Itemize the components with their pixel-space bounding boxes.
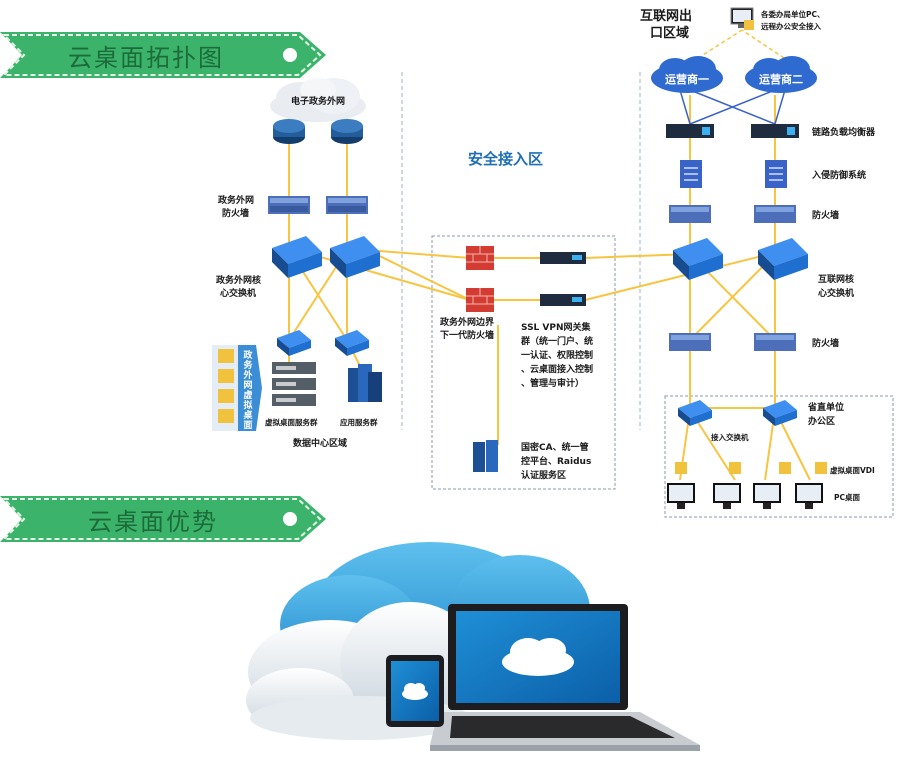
vdesk-char: 政 — [243, 349, 253, 361]
ca-zone-label-1: 国密CA、统一管 — [521, 441, 589, 453]
isp-links — [679, 89, 786, 125]
ssl-vpn-label-4: 、云桌面接入控制 — [521, 363, 593, 375]
laptop-icon — [430, 604, 700, 751]
ca-zone-label-3: 认证服务区 — [521, 469, 566, 481]
server-rack-icon — [272, 362, 316, 406]
office-zone-label-1: 省直单位 — [807, 401, 844, 413]
vdi-window-icon — [675, 462, 827, 474]
access-switch-icon — [678, 400, 712, 426]
firewall-brick-icon — [466, 288, 494, 312]
ngfw-label-2: 下一代防火墙 — [440, 329, 494, 341]
access-switch-icon — [335, 330, 369, 356]
ribbon-dot-icon — [283, 512, 297, 526]
remote-users-label-1: 各委办局单位PC、 — [760, 9, 825, 19]
app-server-group-label: 应用服务群 — [340, 417, 378, 427]
ca-zone-label-2: 控平台、Raidus — [521, 455, 591, 467]
isp1-cloud-icon — [651, 56, 723, 93]
pc-label: PC桌面 — [834, 492, 861, 502]
vdesk-char: 桌 — [243, 409, 253, 421]
firewall-icon — [754, 333, 796, 351]
firewall-icon — [669, 333, 711, 351]
isp2-label: 运营商二 — [759, 72, 803, 86]
section-title-topology: 云桌面拓扑图 — [68, 44, 224, 72]
ca-server-icon — [473, 440, 498, 472]
remote-links — [691, 29, 791, 63]
access-switch-icon — [277, 330, 311, 356]
internet-exit-label-2: 口区域 — [650, 25, 689, 41]
internet-core-switch-label-2: 心交换机 — [818, 287, 854, 299]
internet-exit-label-1: 互联网出 — [640, 8, 692, 24]
vdesk-char: 虚 — [243, 389, 252, 401]
network-links — [288, 95, 811, 481]
vdi-label: 虚拟桌面VDI — [830, 465, 875, 475]
section-ribbon-advantage: 云桌面优势 — [0, 494, 330, 544]
remote-users-label-2: 远程办公安全接入 — [761, 21, 821, 31]
vdesk-char: 务 — [243, 359, 253, 371]
firewall-top-label: 防火墙 — [812, 209, 839, 221]
vdesk-char: 网 — [243, 380, 252, 391]
ssl-vpn-label-3: 一认证、权限控制 — [521, 349, 593, 361]
load-balancer-icon — [666, 124, 714, 138]
section-ribbon-topology: 云桌面拓扑图 — [0, 30, 330, 80]
office-zone-label-2: 办公区 — [808, 415, 835, 427]
ribbon-dot-icon — [283, 48, 297, 62]
egov-cloud-icon — [270, 78, 366, 122]
egov-core-switch-label-1: 政务外网核 — [216, 274, 261, 286]
ssl-vpn-label-2: 群（统一门户、统 — [520, 335, 593, 347]
security-zone-title: 安全接入区 — [468, 150, 543, 168]
pc-icon — [713, 483, 741, 509]
isp2-cloud-icon — [745, 56, 817, 93]
vpn-gateway-icon — [540, 252, 586, 264]
ips-icon — [765, 160, 787, 188]
access-switch-label: 接入交换机 — [711, 432, 749, 442]
egov-network-label: 电子政务外网 — [291, 95, 345, 107]
core-switch-icon — [758, 238, 808, 280]
vdesk-char: 拟 — [243, 399, 252, 411]
core-switch-icon — [272, 236, 322, 278]
isp1-label: 运营商一 — [665, 72, 709, 86]
load-balancer-icon — [751, 124, 799, 138]
ssl-vpn-label-1: SSL VPN网关集 — [521, 321, 592, 333]
load-balancer-label: 链路负载均衡器 — [812, 126, 876, 138]
ips-label: 入侵防御系统 — [811, 169, 866, 181]
vdesk-cluster-panel — [212, 345, 262, 431]
core-switch-icon — [673, 238, 723, 280]
datacenter-zone-label: 数据中心区域 — [293, 437, 347, 449]
pc-icon — [667, 483, 695, 509]
internet-core-switch-label-1: 互联网核 — [818, 273, 854, 285]
egov-firewall-label-2: 防火墙 — [222, 207, 249, 219]
firewall-icon — [669, 205, 711, 223]
ribbon-shape — [0, 496, 326, 542]
firewall-bottom-label: 防火墙 — [812, 337, 839, 349]
vdesk-char: 外 — [242, 369, 252, 381]
app-server-icon — [348, 364, 382, 402]
section-title-advantage: 云桌面优势 — [88, 508, 218, 536]
remote-pc-icon — [730, 7, 754, 30]
core-switch-icon — [330, 236, 380, 278]
ips-icon — [680, 160, 702, 188]
vdesk-server-group-label: 虚拟桌面服务群 — [265, 417, 318, 427]
pc-icon — [795, 483, 823, 509]
egov-firewall-label-1: 政务外网 — [218, 194, 254, 206]
firewall-icon — [268, 196, 310, 214]
access-switch-icon — [763, 400, 797, 426]
vdesk-char: 面 — [243, 420, 252, 431]
security-zone-box — [431, 235, 616, 490]
ngfw-label-1: 政务外网边界 — [440, 316, 494, 328]
firewall-icon — [326, 196, 368, 214]
firewall-icon — [754, 205, 796, 223]
office-zone-box — [664, 395, 894, 518]
firewall-brick-icon — [466, 246, 494, 270]
tablet-icon — [386, 655, 444, 727]
router-icon — [273, 119, 305, 144]
vpn-gateway-icon — [540, 294, 586, 306]
router-icon — [331, 119, 363, 144]
ribbon-shape — [0, 32, 326, 78]
egov-core-switch-label-2: 心交换机 — [220, 287, 256, 299]
pc-icon — [753, 483, 781, 509]
ssl-vpn-label-5: 、管理与审计） — [521, 377, 584, 389]
